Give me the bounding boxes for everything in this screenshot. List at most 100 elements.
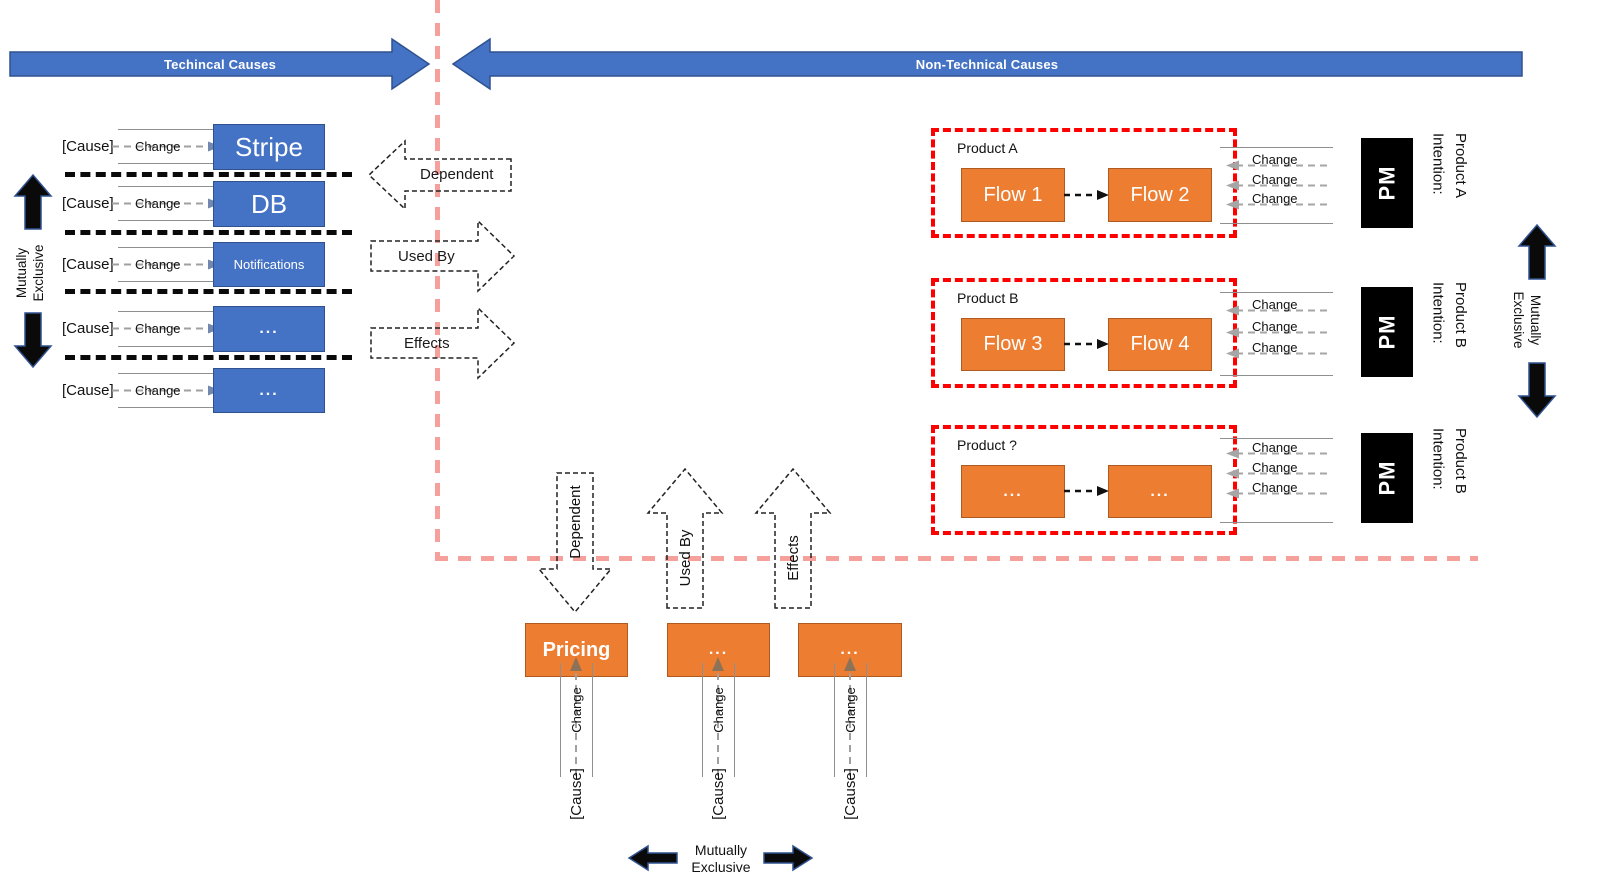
blue-left-arrow-shape xyxy=(451,37,1523,91)
cause-label: [Cause] xyxy=(62,320,114,337)
frame-line xyxy=(702,663,703,777)
mutually-exclusive-up-arrow-left xyxy=(13,173,53,230)
used-by-label: Used By xyxy=(398,248,455,265)
change-arrow-left xyxy=(1226,348,1332,359)
technical-causes-arrow: Techincal Causes xyxy=(9,37,431,91)
change-label: Change xyxy=(135,139,181,154)
dependent-arrow-down: Dependent xyxy=(537,472,613,614)
change-label: Change xyxy=(842,687,858,733)
flow-3-box: Flow 3 xyxy=(961,318,1065,371)
change-label: Change xyxy=(1252,319,1298,334)
intention-product-a-label: Intention: Product A xyxy=(1429,133,1470,199)
change-label: Change xyxy=(568,687,584,733)
change-arrow-left xyxy=(1226,448,1332,459)
change-label: Change xyxy=(1252,297,1298,312)
frame-line xyxy=(118,346,232,347)
node-other-2: ... xyxy=(213,368,325,413)
change-arrow-left xyxy=(1226,488,1332,499)
effects-label: Effects xyxy=(784,535,802,581)
change-arrow-left xyxy=(1226,305,1332,316)
frame-line xyxy=(834,663,835,777)
dependent-arrow-left: Dependent xyxy=(367,139,512,211)
frame-line xyxy=(118,129,232,130)
change-label: Change xyxy=(1252,480,1298,495)
quadrant-divider-horizontal xyxy=(435,556,1478,561)
frame-line xyxy=(118,163,232,164)
used-by-arrow-up: Used By xyxy=(646,467,724,609)
dependent-label: Dependent xyxy=(420,166,494,183)
used-by-label: Used By xyxy=(676,529,694,587)
quadrant-divider-vertical xyxy=(435,0,440,558)
dependent-label: Dependent xyxy=(566,485,584,559)
change-arrow-left xyxy=(1226,160,1332,171)
intention-product-b-label: Intention: Product B xyxy=(1429,282,1470,348)
frame-line xyxy=(118,407,232,408)
change-label: Change xyxy=(135,321,181,336)
effects-label: Effects xyxy=(404,335,450,352)
used-by-arrow-right: Used By xyxy=(370,219,516,293)
flow-4-box: Flow 4 xyxy=(1108,318,1212,371)
non-technical-causes-arrow: Non-Technical Causes xyxy=(451,37,1523,91)
flow-q2-box: ... xyxy=(1108,465,1212,518)
non-technical-causes-label: Non-Technical Causes xyxy=(915,56,1059,72)
mutually-exclusive-up-arrow-right xyxy=(1517,223,1557,280)
change-label: Change xyxy=(1252,460,1298,475)
frame-line xyxy=(1220,147,1333,148)
frame-line xyxy=(1220,375,1333,376)
frame-line xyxy=(734,663,735,777)
frame-line xyxy=(118,220,232,221)
frame-line xyxy=(560,663,561,777)
frame-line xyxy=(1220,438,1333,439)
technical-causes-label: Techincal Causes xyxy=(163,56,277,72)
pm-box-a: PM xyxy=(1361,138,1413,228)
change-arrow-up xyxy=(570,657,582,776)
row-separator xyxy=(65,172,352,177)
change-arrow-left xyxy=(1226,199,1332,210)
change-label: Change xyxy=(1252,172,1298,187)
change-arrow-up xyxy=(712,657,724,776)
mutually-exclusive-left-arrow-bottom xyxy=(627,844,678,872)
mutually-exclusive-right-arrow-bottom xyxy=(763,844,814,872)
change-arrow-left xyxy=(1226,327,1332,338)
change-arrow-left xyxy=(1226,468,1332,479)
change-label: Change xyxy=(135,383,181,398)
mutually-exclusive-down-arrow-left xyxy=(13,312,53,369)
intention-product-q-label: Intention: Product B xyxy=(1429,428,1470,494)
flow-2-box: Flow 2 xyxy=(1108,168,1212,222)
blue-right-arrow-shape xyxy=(9,37,431,91)
node-db: DB xyxy=(213,181,325,227)
frame-line xyxy=(118,311,232,312)
row-separator xyxy=(65,355,352,360)
frame-line xyxy=(118,373,232,374)
frame-line xyxy=(1220,292,1333,293)
node-stripe: Stripe xyxy=(213,124,325,170)
frame-line xyxy=(866,663,867,777)
row-separator xyxy=(65,289,352,294)
cause-label: [Cause] xyxy=(709,768,727,820)
change-label: Change xyxy=(1252,191,1298,206)
frame-line xyxy=(118,281,232,282)
flow-q1-box: ... xyxy=(961,465,1065,518)
effects-arrow-up: Effects xyxy=(754,467,832,609)
cause-label: [Cause] xyxy=(62,195,114,212)
change-label: Change xyxy=(710,687,726,733)
pm-box-q: PM xyxy=(1361,433,1413,523)
product-b-title: Product B xyxy=(957,290,1019,306)
product-q-frame xyxy=(931,425,1237,535)
cause-label: [Cause] xyxy=(62,256,114,273)
frame-line xyxy=(118,247,232,248)
frame-line xyxy=(592,663,593,777)
change-label: Change xyxy=(135,196,181,211)
cause-label: [Cause] xyxy=(567,768,585,820)
row-separator xyxy=(65,230,352,235)
pm-box-b: PM xyxy=(1361,287,1413,377)
change-arrow-up xyxy=(844,657,856,776)
cause-label: [Cause] xyxy=(62,138,114,155)
flow-arrow xyxy=(1064,190,1109,200)
node-other-1: ... xyxy=(213,306,325,352)
flow-arrow xyxy=(1064,339,1109,349)
